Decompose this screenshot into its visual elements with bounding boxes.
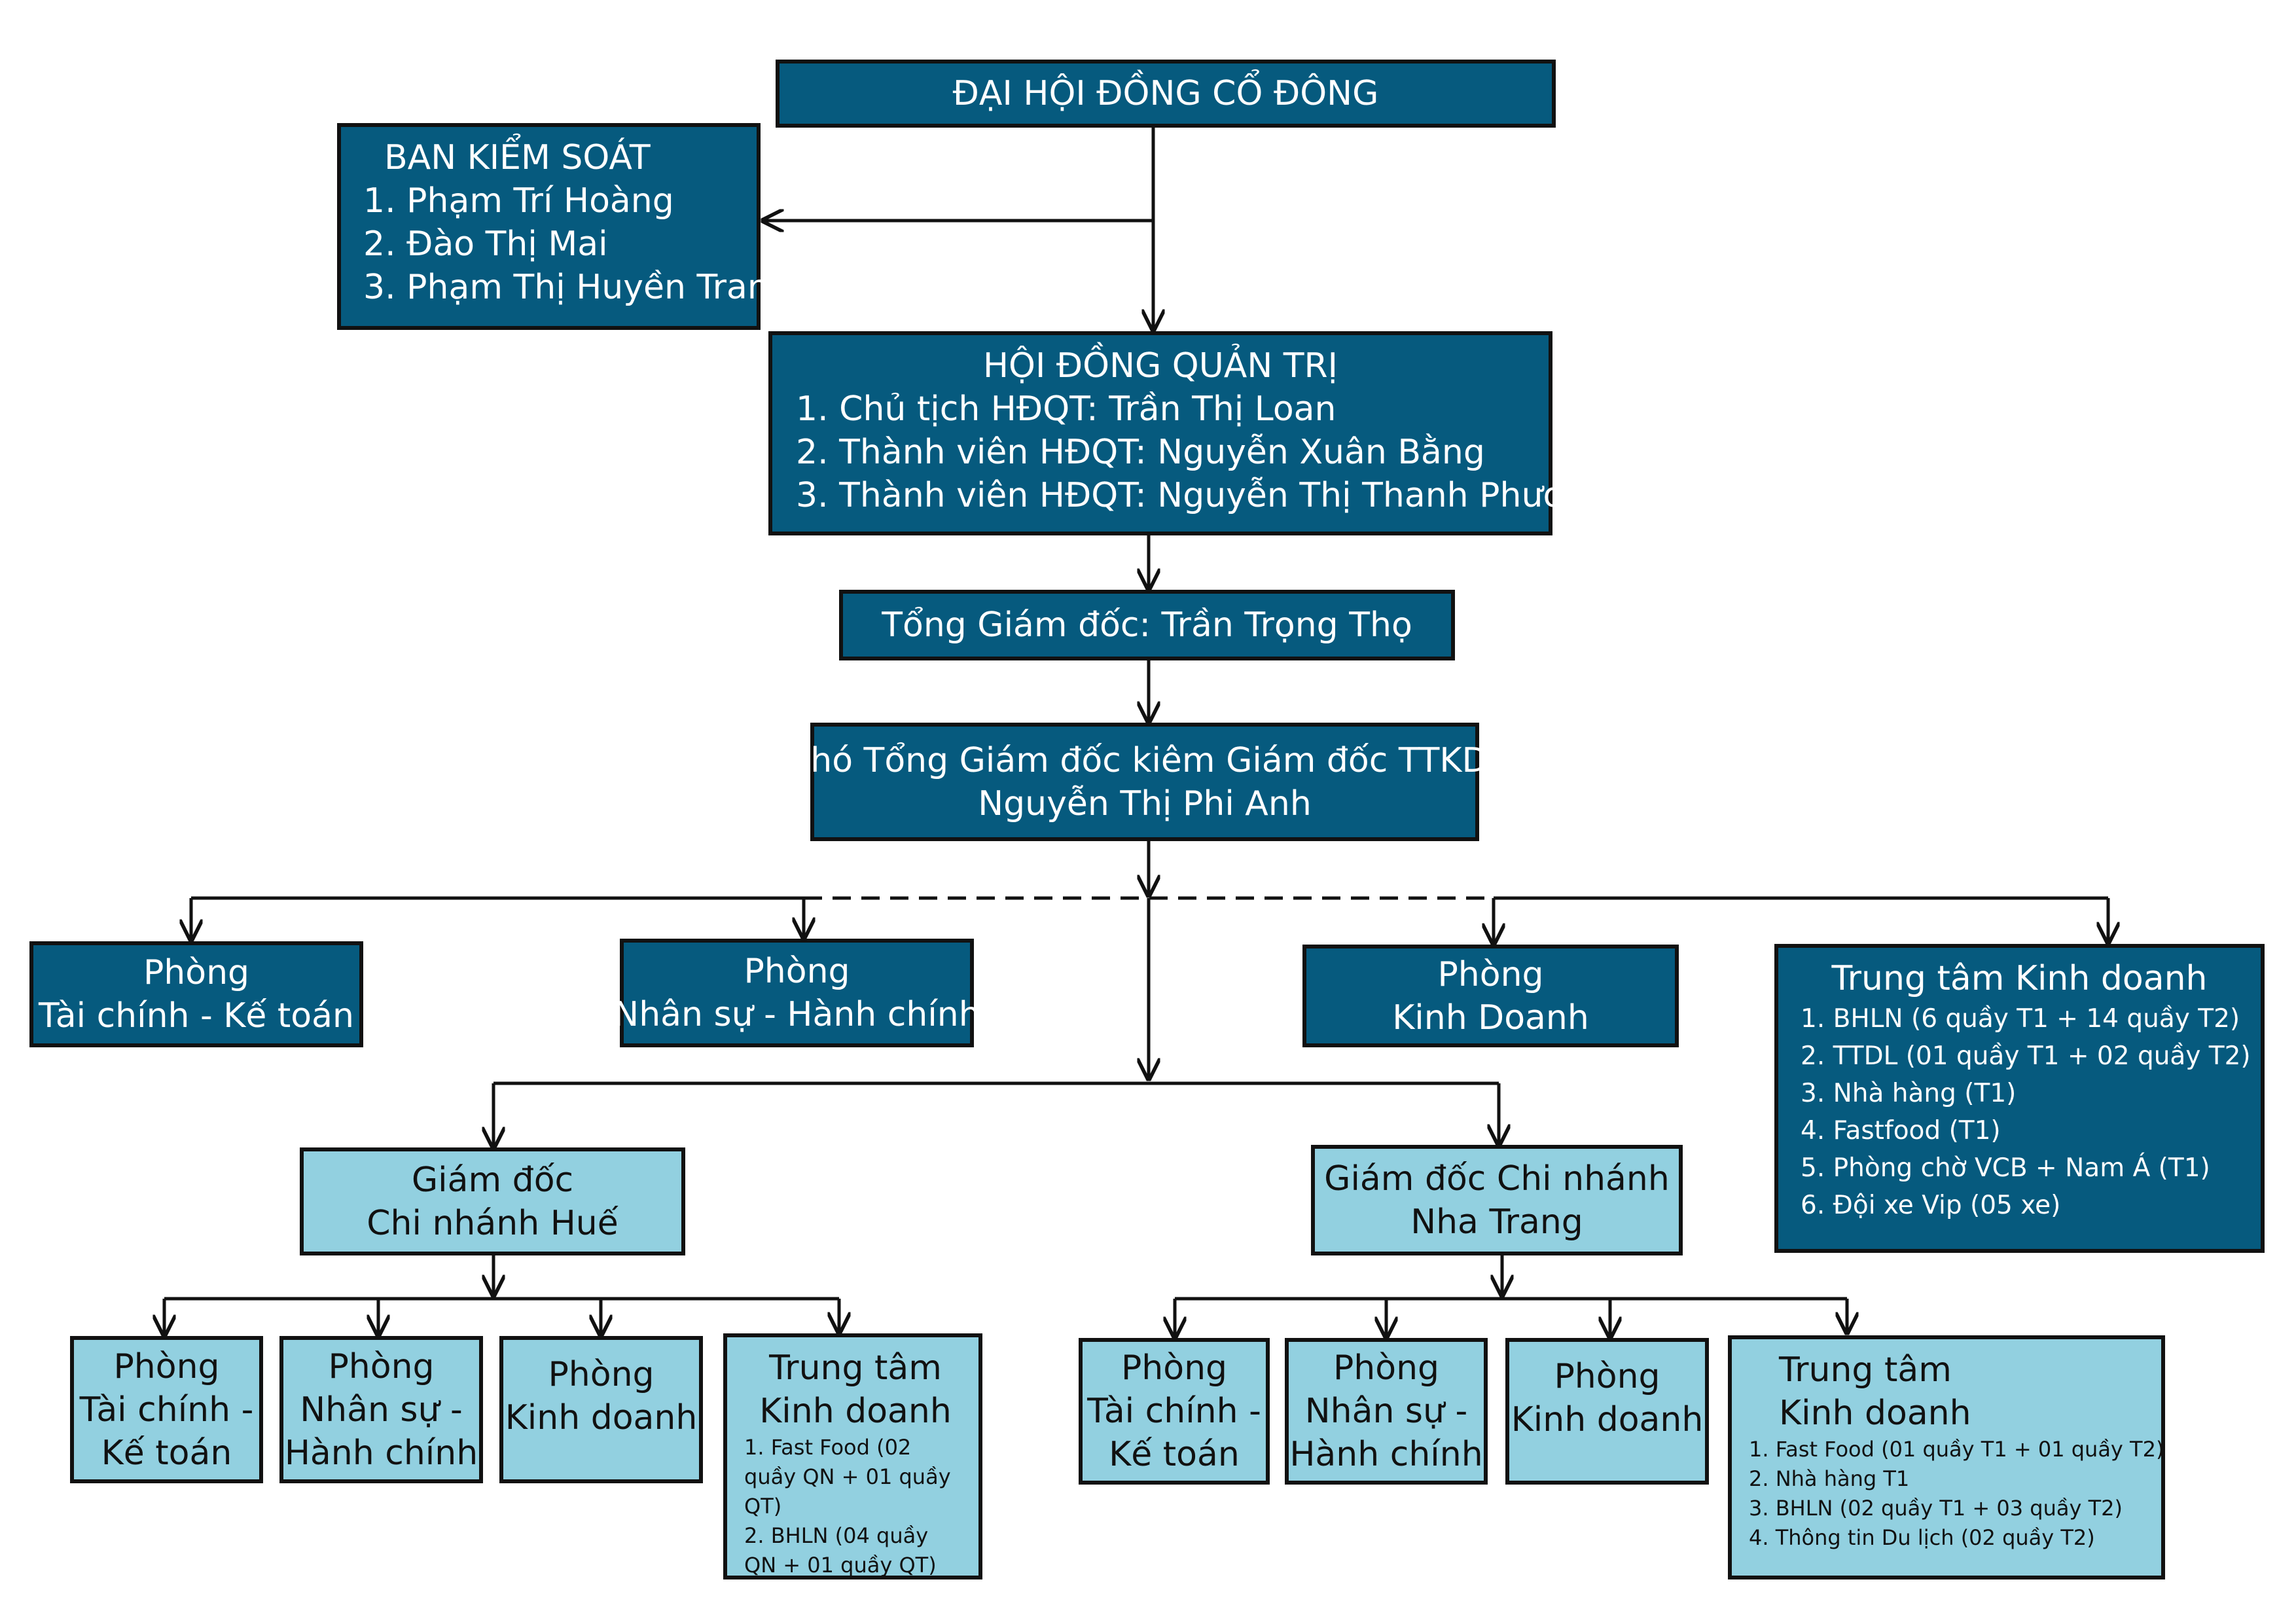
supervisory-member: 3. Phạm Thị Huyền Trang <box>363 268 791 307</box>
nt-sales-box: Phòng Kinh doanh <box>1505 1338 1709 1485</box>
nhatrang-director-line: Giám đốc Chi nhánh <box>1324 1159 1670 1199</box>
supervisory-member: 1. Phạm Trí Hoàng <box>363 181 674 221</box>
hq-hr-box: Phòng Nhân sự - Hành chính <box>613 939 980 1047</box>
board-member: 1. Chủ tịch HĐQT: Trần Thị Loan <box>796 389 1336 429</box>
nt-center-box: Trung tâm Kinh doanh 1. Fast Food (01 qu… <box>1728 1335 2165 1579</box>
nt-center-title: Trung tâm <box>1779 1350 1952 1390</box>
hq-center-item: 4. Fastfood (T1) <box>1801 1116 2001 1146</box>
hq-center-item: 6. Đội xe Vip (05 xe) <box>1801 1191 2061 1220</box>
hue-center-box: Trung tâm Kinh doanh 1. Fast Food (02 qu… <box>723 1333 982 1579</box>
board-title: HỘI ĐỒNG QUẢN TRỊ <box>982 346 1338 386</box>
hue-director-line: Chi nhánh Huế <box>367 1203 619 1243</box>
hq-center-item: 3. Nhà hàng (T1) <box>1801 1079 2017 1108</box>
hue-center-item: 1. Fast Food (02 quầy QN + 01 quầy QT) <box>744 1435 951 1519</box>
nt-center-item: 4. Thông tin Du lịch (02 quầy T2) <box>1749 1525 2095 1550</box>
nt-hr-line: Nhân sự - <box>1304 1392 1468 1431</box>
hq-sales-line: Phòng <box>1437 954 1544 994</box>
hue-finance-line: Phòng <box>113 1346 220 1386</box>
nhatrang-director-line: Nha Trang <box>1410 1202 1583 1242</box>
ceo-label: Tổng Giám đốc: Trần Trọng Thọ <box>882 605 1412 645</box>
nt-finance-line: Phòng <box>1121 1348 1228 1388</box>
board-box: HỘI ĐỒNG QUẢN TRỊ 1. Chủ tịch HĐQT: Trần… <box>768 331 1607 535</box>
hue-hr-line: Phòng <box>328 1346 435 1386</box>
hue-finance-line: Kế toán <box>101 1433 232 1473</box>
board-member: 2. Thành viên HĐQT: Nguyễn Xuân Bằng <box>796 433 1485 472</box>
hue-center-title: Trung tâm <box>769 1348 942 1388</box>
board-member: 3. Thành viên HĐQT: Nguyễn Thị Thanh Phư… <box>796 476 1607 515</box>
supervisory-title: BAN KIỂM SOÁT <box>384 138 651 177</box>
hue-finance-line: Tài chính - <box>79 1390 254 1430</box>
nt-hr-line: Hành chính <box>1289 1435 1483 1474</box>
deputy-title: Phó Tổng Giám đốc kiêm Giám đốc TTKD: <box>789 740 1500 780</box>
hue-center-item: 2. BHLN (04 quầy QN + 01 quầy QT) <box>744 1523 937 1578</box>
hue-hr-line: Nhân sự - <box>300 1390 463 1430</box>
hue-sales-line: Phòng <box>548 1355 655 1394</box>
hq-finance-box: Phòng Tài chính - Kế toán <box>29 941 363 1047</box>
hue-hr-box: Phòng Nhân sự - Hành chính <box>279 1336 483 1483</box>
hq-hr-line: Nhân sự - Hành chính <box>613 995 980 1034</box>
hue-director-box: Giám đốc Chi nhánh Huế <box>300 1147 685 1255</box>
hq-finance-line: Tài chính - Kế toán <box>39 996 354 1036</box>
nt-finance-line: Tài chính - <box>1087 1392 1261 1431</box>
nt-center-title: Kinh doanh <box>1779 1394 1971 1433</box>
hq-sales-box: Phòng Kinh Doanh <box>1302 945 1679 1047</box>
hue-sales-line: Kinh doanh <box>505 1398 698 1437</box>
nt-center-item: 2. Nhà hàng T1 <box>1749 1466 1910 1491</box>
nt-finance-box: Phòng Tài chính - Kế toán <box>1079 1338 1270 1485</box>
hue-hr-line: Hành chính <box>284 1433 478 1473</box>
nt-hr-box: Phòng Nhân sự - Hành chính <box>1285 1338 1488 1485</box>
nt-finance-line: Kế toán <box>1109 1435 1240 1474</box>
nt-center-item: 1. Fast Food (01 quầy T1 + 01 quầy T2) <box>1749 1437 2164 1462</box>
hq-center-item: 5. Phòng chờ VCB + Nam Á (T1) <box>1801 1153 2210 1183</box>
hq-sales-line: Kinh Doanh <box>1392 998 1589 1038</box>
shareholders-box: ĐẠI HỘI ĐỒNG CỔ ĐÔNG <box>776 60 1556 128</box>
nt-center-item: 3. BHLN (02 quầy T1 + 03 quầy T2) <box>1749 1496 2123 1521</box>
hq-center-title: Trung tâm Kinh doanh <box>1831 959 2208 998</box>
shareholders-title: ĐẠI HỘI ĐỒNG CỔ ĐÔNG <box>952 74 1379 113</box>
supervisory-box: BAN KIỂM SOÁT 1. Phạm Trí Hoàng 2. Đào T… <box>337 123 791 330</box>
ceo-box: Tổng Giám đốc: Trần Trọng Thọ <box>839 590 1455 660</box>
nt-sales-line: Kinh doanh <box>1511 1400 1704 1439</box>
nhatrang-director-box: Giám đốc Chi nhánh Nha Trang <box>1311 1145 1683 1255</box>
hq-finance-line: Phòng <box>143 953 250 992</box>
hq-hr-line: Phòng <box>744 952 850 991</box>
nt-sales-line: Phòng <box>1554 1357 1660 1396</box>
hue-finance-box: Phòng Tài chính - Kế toán <box>70 1336 263 1483</box>
deputy-name: Nguyễn Thị Phi Anh <box>978 784 1312 823</box>
deputy-box: Phó Tổng Giám đốc kiêm Giám đốc TTKD: Ng… <box>790 723 1499 841</box>
hq-center-item: 1. BHLN (6 quầy T1 + 14 quầy T2) <box>1801 1004 2240 1034</box>
hue-sales-box: Phòng Kinh doanh <box>499 1336 703 1483</box>
hq-center-item: 2. TTDL (01 quầy T1 + 02 quầy T2) <box>1801 1041 2251 1071</box>
hue-director-line: Giám đốc <box>411 1160 574 1200</box>
hq-center-box: Trung tâm Kinh doanh 1. BHLN (6 quầy T1 … <box>1774 944 2265 1253</box>
hue-center-title: Kinh doanh <box>759 1392 952 1431</box>
supervisory-member: 2. Đào Thị Mai <box>363 225 608 264</box>
nt-hr-line: Phòng <box>1333 1348 1440 1388</box>
